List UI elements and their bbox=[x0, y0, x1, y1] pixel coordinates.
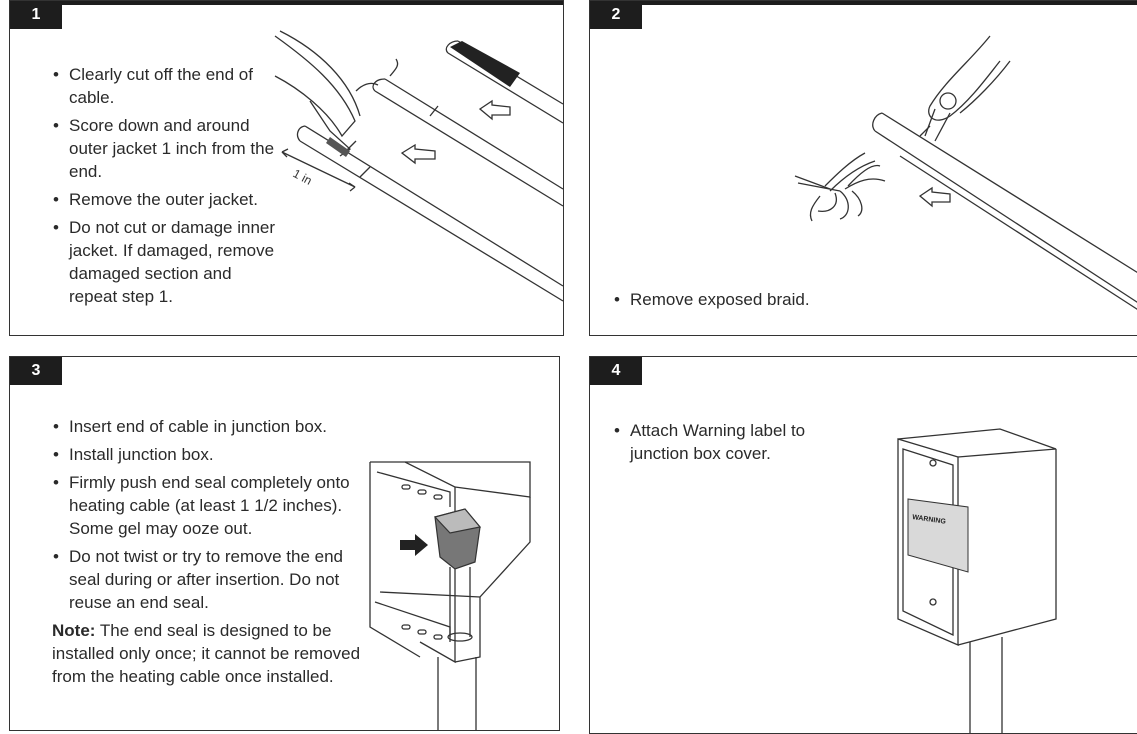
instruction-item: Remove exposed braid. bbox=[614, 288, 914, 311]
step-instructions: Remove exposed braid. bbox=[614, 288, 914, 316]
cable-stripping-illustration: 1 in bbox=[10, 1, 563, 335]
instruction-item: Score down and around outer jacket 1 inc… bbox=[53, 114, 278, 183]
warning-label-text: WARNING bbox=[912, 514, 947, 526]
instruction-item: Do not twist or try to remove the end se… bbox=[53, 545, 368, 614]
instruction-item: Attach Warning label to junction box cov… bbox=[614, 419, 814, 465]
instruction-item: Clearly cut off the end of cable. bbox=[53, 63, 278, 109]
step-panel-3: 3 Insert end of cable in junction box. I… bbox=[9, 356, 560, 731]
step-panel-4: 4 Attach Warning label to junction box c… bbox=[589, 356, 1137, 734]
instruction-item: Firmly push end seal completely onto hea… bbox=[53, 471, 368, 540]
panel-top-bar bbox=[590, 1, 1137, 5]
step-number-badge: 2 bbox=[590, 1, 642, 29]
step-number-badge: 4 bbox=[590, 357, 642, 385]
step-panel-2: 2 Remove exposed braid. bbox=[589, 0, 1137, 336]
instruction-item: Do not cut or damage inner jacket. If da… bbox=[53, 216, 278, 308]
step-instructions: Clearly cut off the end of cable. Score … bbox=[53, 63, 278, 313]
instruction-item: Remove the outer jacket. bbox=[53, 188, 278, 211]
dimension-label: 1 in bbox=[291, 166, 315, 187]
braid-removal-illustration bbox=[590, 1, 1137, 335]
step-instructions: Insert end of cable in junction box. Ins… bbox=[53, 415, 368, 619]
junction-box-closed-illustration: WARNING bbox=[590, 357, 1137, 733]
step-instructions: Attach Warning label to junction box cov… bbox=[614, 419, 814, 470]
step-panel-1: 1 Clearly cut off the end of cable. Scor… bbox=[9, 0, 564, 336]
junction-box-open-illustration bbox=[10, 357, 559, 730]
step-number-badge: 1 bbox=[10, 1, 62, 29]
note-text: The end seal is designed to be installed… bbox=[52, 621, 361, 686]
step-number-badge: 3 bbox=[10, 357, 62, 385]
note-paragraph: Note: The end seal is designed to be ins… bbox=[52, 619, 362, 688]
note-label: Note: bbox=[52, 621, 96, 640]
instruction-item: Install junction box. bbox=[53, 443, 368, 466]
instruction-item: Insert end of cable in junction box. bbox=[53, 415, 368, 438]
panel-top-bar bbox=[10, 1, 563, 5]
